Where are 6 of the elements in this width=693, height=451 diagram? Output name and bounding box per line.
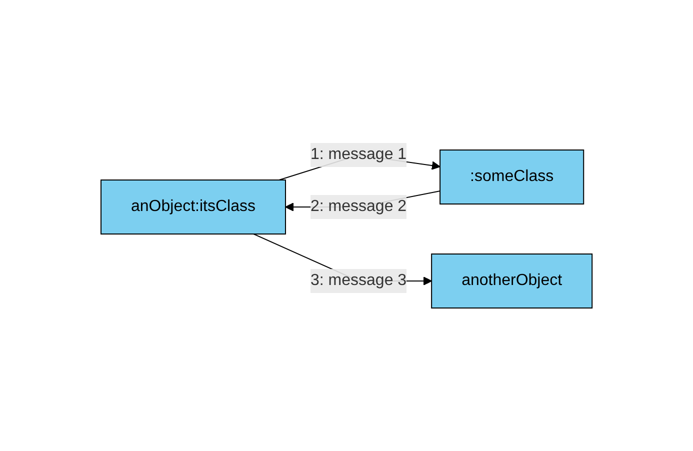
edge-label: 2: message 2 bbox=[310, 198, 407, 215]
node-box: anotherObject bbox=[431, 254, 593, 308]
edge-label: 1: message 1 bbox=[310, 146, 407, 163]
edge-label: 3: message 3 bbox=[310, 272, 407, 289]
node-box: :someClass bbox=[439, 150, 584, 204]
node-box: anObject:itsClass bbox=[100, 180, 286, 234]
